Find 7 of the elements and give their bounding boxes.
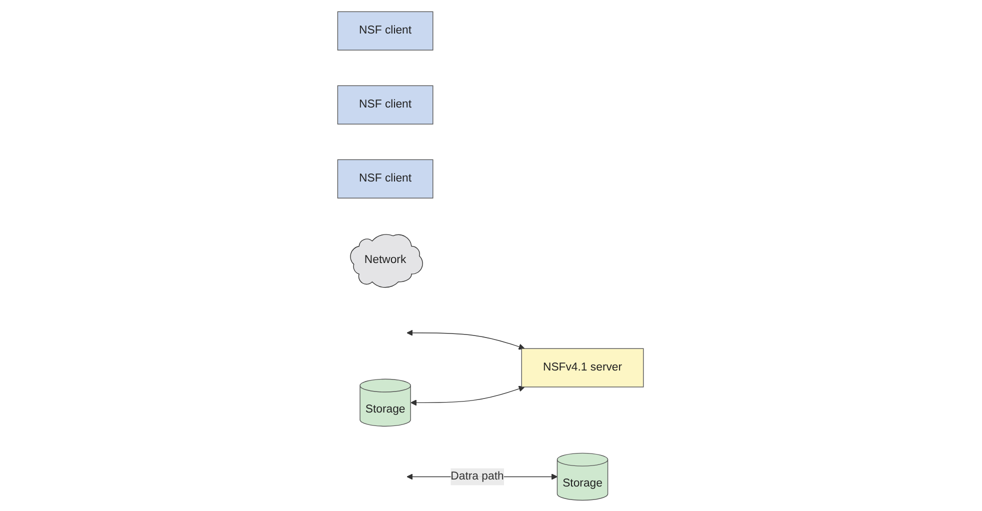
node-box: NSF client <box>338 10 434 50</box>
edge-label: Datra path <box>451 470 504 482</box>
arrow <box>411 385 526 406</box>
node-box: NSF client <box>338 84 434 124</box>
node-box: NSF client <box>338 158 434 198</box>
arrow <box>407 329 526 350</box>
node-box: NSFv4.1 server <box>522 348 644 387</box>
